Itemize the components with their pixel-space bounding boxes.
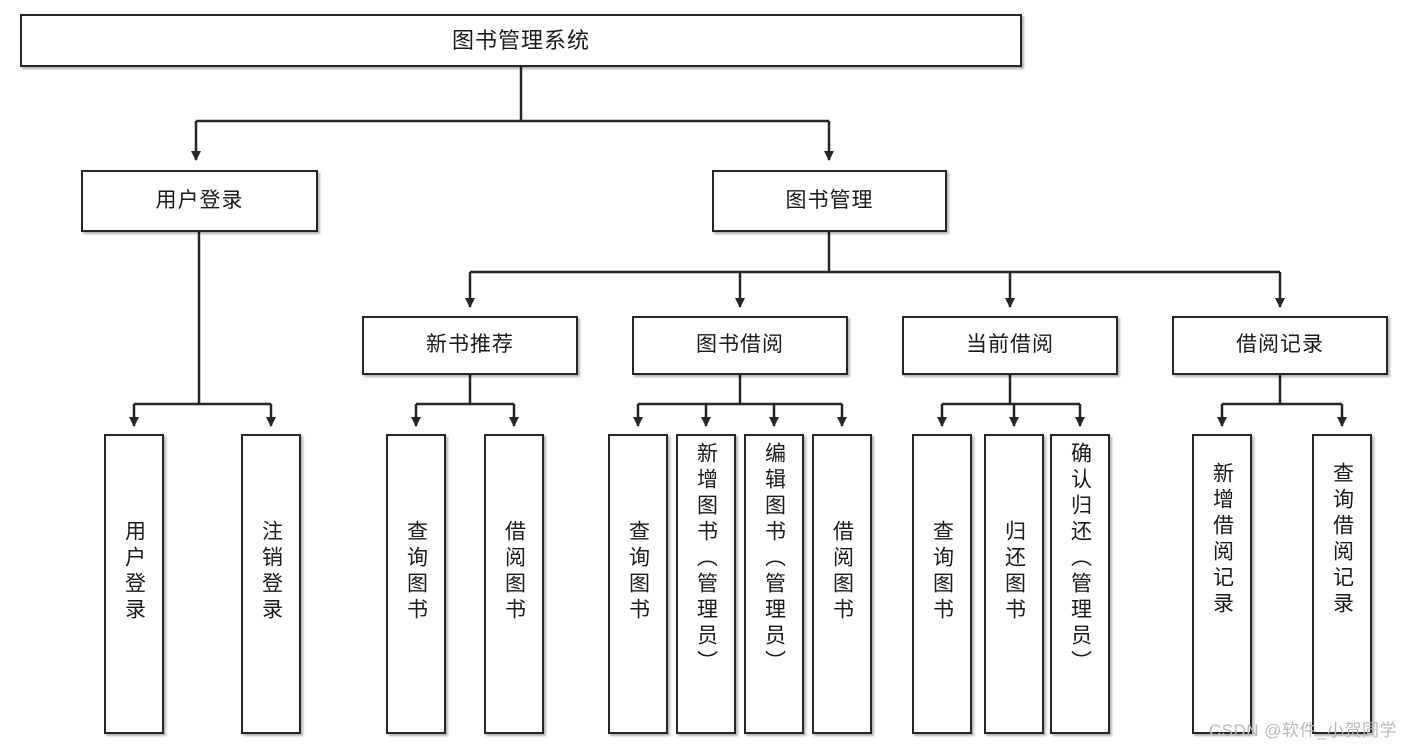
leaf-edit-book-admin[interactable]: 编辑图书（管理员）: [744, 434, 804, 734]
leaf-query-book-current-label: 查询图书: [930, 520, 954, 624]
csdn-watermark: CSDN @软件_小贺同学: [1208, 721, 1397, 740]
leaf-return-book-label: 归还图书: [1002, 520, 1026, 624]
node-user-login[interactable]: 用户登录: [81, 170, 318, 232]
node-book-borrow[interactable]: 图书借阅: [632, 316, 848, 375]
leaf-borrow-book[interactable]: 借阅图书: [812, 434, 872, 734]
leaf-confirm-return-admin[interactable]: 确认归还（管理员）: [1050, 434, 1110, 734]
node-book-management-label: 图书管理: [785, 188, 874, 212]
leaf-edit-book-admin-label: 编辑图书（管理员）: [762, 442, 786, 676]
leaf-borrow-book-recommend[interactable]: 借阅图书: [484, 434, 544, 734]
leaf-query-borrow-record-label: 查询借阅记录: [1330, 462, 1354, 618]
node-borrow-record-label: 借阅记录: [1236, 333, 1324, 357]
leaf-query-book-current[interactable]: 查询图书: [912, 434, 972, 734]
node-borrow-record[interactable]: 借阅记录: [1172, 316, 1388, 375]
node-current-borrow-label: 当前借阅: [966, 333, 1054, 357]
node-new-book-recommend-label: 新书推荐: [426, 333, 514, 357]
leaf-logout[interactable]: 注销登录: [241, 434, 301, 734]
node-root-label: 图书管理系统: [451, 27, 590, 53]
leaf-query-book-borrow-label: 查询图书: [626, 520, 650, 624]
leaf-add-book-admin[interactable]: 新增图书（管理员）: [676, 434, 736, 734]
node-user-login-label: 用户登录: [155, 188, 244, 212]
leaf-add-borrow-record[interactable]: 新增借阅记录: [1192, 434, 1252, 734]
node-new-book-recommend[interactable]: 新书推荐: [362, 316, 578, 375]
leaf-add-book-admin-label: 新增图书（管理员）: [694, 442, 718, 676]
leaf-query-borrow-record[interactable]: 查询借阅记录: [1312, 434, 1372, 734]
node-book-management[interactable]: 图书管理: [712, 170, 947, 232]
leaf-query-book-borrow[interactable]: 查询图书: [608, 434, 668, 734]
leaf-query-book-recommend[interactable]: 查询图书: [386, 434, 446, 734]
node-root[interactable]: 图书管理系统: [20, 14, 1022, 67]
leaf-return-book[interactable]: 归还图书: [984, 434, 1044, 734]
leaf-query-book-recommend-label: 查询图书: [404, 520, 428, 624]
leaf-borrow-book-label: 借阅图书: [830, 520, 854, 624]
node-book-borrow-label: 图书借阅: [696, 333, 784, 357]
node-current-borrow[interactable]: 当前借阅: [902, 316, 1118, 375]
leaf-borrow-book-recommend-label: 借阅图书: [502, 520, 526, 624]
leaf-add-borrow-record-label: 新增借阅记录: [1210, 462, 1234, 618]
leaf-user-login-label: 用户登录: [122, 520, 146, 624]
leaf-logout-label: 注销登录: [259, 520, 283, 624]
leaf-user-login[interactable]: 用户登录: [104, 434, 164, 734]
leaf-confirm-return-admin-label: 确认归还（管理员）: [1068, 442, 1092, 676]
